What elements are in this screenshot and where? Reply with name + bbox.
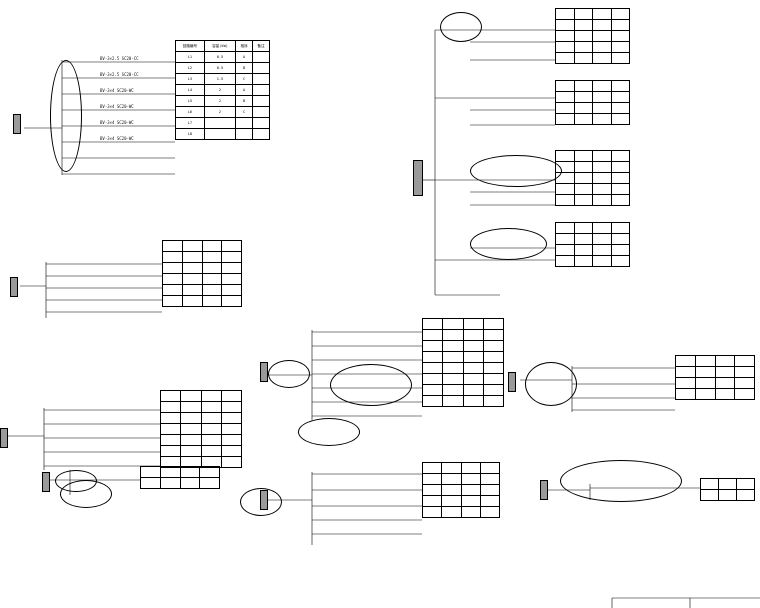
main-breaker-1 [13, 114, 21, 134]
main-breaker-3 [10, 277, 18, 297]
circuit-table-2a [555, 8, 630, 64]
revision-cloud [525, 362, 577, 406]
circuit-table-2b [555, 80, 630, 125]
revision-cloud [470, 228, 547, 260]
circuit-table-6 [159, 390, 243, 468]
revision-cloud [268, 360, 310, 388]
cable-label: BV-3×4 SC20-WC [100, 136, 134, 141]
main-breaker-7 [42, 472, 50, 492]
circuit-table-9 [700, 478, 755, 501]
circuit-table-5 [675, 355, 755, 400]
revision-cloud [330, 364, 412, 406]
cable-label: BV-3×4 SC20-WC [100, 88, 134, 93]
revision-cloud [440, 12, 482, 42]
revision-cloud [298, 418, 360, 446]
main-breaker-6 [0, 428, 8, 448]
cable-label: BV-3×2.5 SC20-CC [100, 72, 139, 77]
revision-cloud [55, 470, 97, 492]
circuit-table-2d [555, 222, 630, 267]
cable-label: BV-3×4 SC20-WC [100, 104, 134, 109]
main-breaker-9 [540, 480, 548, 500]
revision-cloud [240, 488, 282, 516]
main-breaker-2 [413, 160, 423, 196]
cable-label: BV-3×2.5 SC20-CC [100, 56, 139, 61]
revision-cloud [470, 155, 562, 187]
circuit-table-8 [421, 462, 501, 518]
revision-cloud [50, 60, 82, 172]
cable-label: BV-3×4 SC20-WC [100, 120, 134, 125]
revision-cloud [560, 460, 682, 502]
circuit-table-7 [140, 466, 220, 489]
circuit-table-3 [162, 240, 242, 307]
circuit-table-2c [555, 150, 630, 206]
circuit-table-4 [421, 318, 505, 407]
main-breaker-5 [508, 372, 516, 392]
main-breaker-4 [260, 362, 268, 382]
